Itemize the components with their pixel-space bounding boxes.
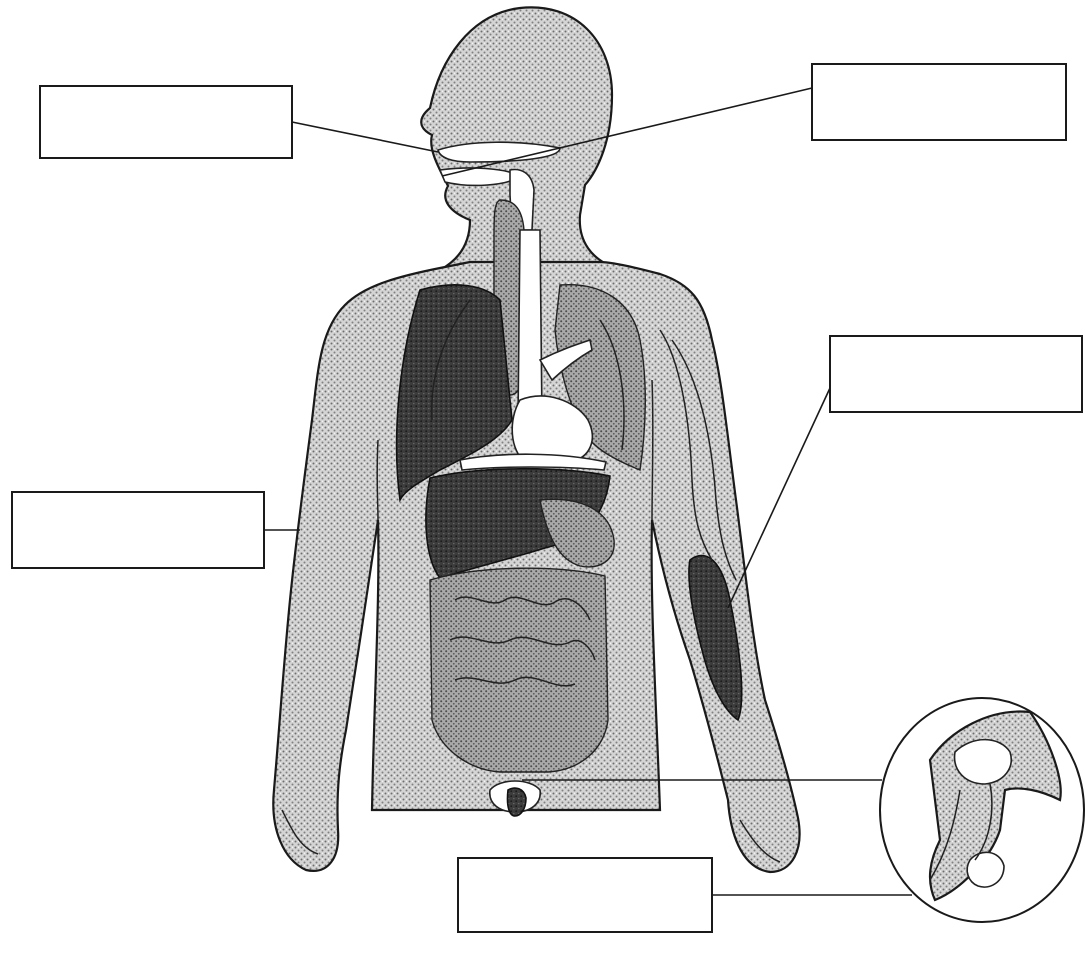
label-box-reproductive[interactable] — [458, 858, 712, 932]
label-box-arm-vessels[interactable] — [830, 336, 1082, 412]
leader-arm — [728, 388, 830, 608]
trachea — [518, 230, 542, 420]
reproductive-inset — [880, 698, 1084, 922]
label-box-trachea[interactable] — [812, 64, 1066, 140]
inset-testis — [967, 852, 1004, 887]
inset-bladder — [955, 740, 1012, 784]
label-box-mouth[interactable] — [40, 86, 292, 158]
leader-mouth — [292, 122, 438, 152]
label-box-torso[interactable] — [12, 492, 264, 568]
